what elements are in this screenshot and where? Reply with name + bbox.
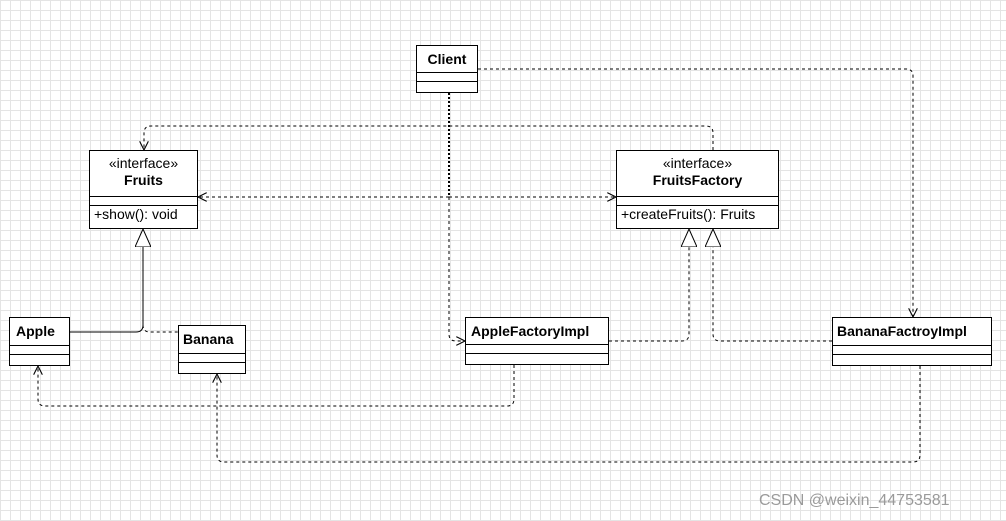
class-name: Banana [183,331,234,347]
class-name: Apple [16,323,55,339]
dependency-client-to-banana-factory-impl [478,68,913,317]
dependency-fruits-factory-to-fruits [144,125,714,150]
class-name: Fruits [124,172,163,188]
attributes-compartment [417,72,477,81]
realization-banana-link [142,324,178,333]
method-create-fruits: +createFruits(): Fruits [621,206,756,222]
stereotype-label: «interface» [662,155,733,171]
attributes-compartment [90,196,197,205]
dependency-apple-factory-impl-to-apple [38,365,515,407]
methods-compartment [417,81,477,92]
methods-compartment: +show(): void [90,205,197,223]
methods-compartment [10,354,69,365]
attributes-compartment [10,345,69,354]
interface-fruits[interactable]: «interface» Fruits +show(): void [89,150,198,229]
methods-compartment [179,362,245,373]
attributes-compartment [179,353,245,362]
method-show: +show(): void [94,206,178,222]
class-banana-factory-impl[interactable]: BananaFactroyImpl [832,317,992,366]
class-apple-factory-impl[interactable]: AppleFactoryImpl [465,317,609,365]
class-apple[interactable]: Apple [9,317,70,366]
realization-apple-to-fruits [70,229,143,333]
class-banana[interactable]: Banana [178,325,246,374]
class-name: FruitsFactory [652,172,743,188]
methods-compartment [833,354,991,365]
class-name: BananaFactroyImpl [837,323,967,339]
methods-compartment: +createFruits(): Fruits [617,205,778,223]
dependency-client-to-apple-factory-impl [448,197,465,341]
dependency-banana-factory-impl-to-banana [217,366,921,463]
attributes-compartment [466,344,608,353]
realization-banana-factory-impl-to-fruits-factory [713,229,832,342]
attributes-compartment [617,196,778,205]
attributes-compartment [833,345,991,354]
watermark-text: CSDN @weixin_44753581 [759,492,950,509]
class-name: Client [427,51,467,67]
interface-fruits-factory[interactable]: «interface» FruitsFactory +createFruits(… [616,150,779,229]
realization-apple-factory-impl-to-fruits-factory [609,229,689,342]
methods-compartment [466,353,608,364]
class-client[interactable]: Client [416,45,478,93]
stereotype-label: «interface» [108,155,179,171]
class-name: AppleFactoryImpl [471,323,590,339]
